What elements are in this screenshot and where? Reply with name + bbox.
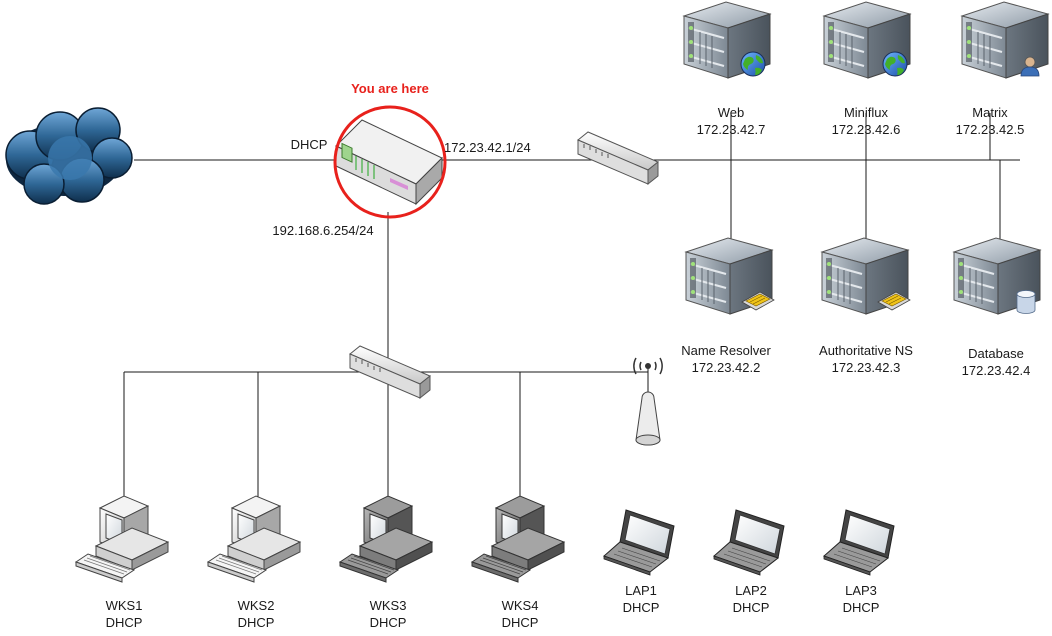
host-name: LAP3: [845, 583, 877, 598]
server-ip: 172.23.42.3: [831, 360, 901, 375]
dmz-switch-icon: [577, 131, 659, 185]
lan-interface-label: 192.168.6.254/24: [272, 223, 374, 238]
host-address: DHCP: [842, 600, 880, 615]
server-database-icon: [953, 237, 1041, 315]
server-matrix-icon: [961, 1, 1049, 79]
host-address: DHCP: [369, 615, 407, 630]
server-ip: 172.23.42.2: [691, 360, 761, 375]
host-address: DHCP: [105, 615, 143, 630]
internet-cloud-icon: [5, 107, 133, 205]
server-name: Database: [968, 346, 1024, 361]
host-address: DHCP: [237, 615, 275, 630]
server-ip: 172.23.42.4: [961, 363, 1031, 378]
server-name: Miniflux: [843, 105, 889, 120]
server-ip: 172.23.42.6: [831, 122, 901, 137]
host-address: DHCP: [501, 615, 539, 630]
host-name: LAP2: [735, 583, 767, 598]
server-name-resolver-icon: [685, 237, 775, 315]
server-matrix-label: Matrix 172.23.42.5: [935, 104, 1045, 138]
laptop-lap3-icon: [823, 509, 895, 576]
server-database-label: Database 172.23.42.4: [936, 345, 1052, 379]
workstation-wks4-icon: [471, 495, 565, 583]
host-address: DHCP: [622, 600, 660, 615]
server-authoritative-ns-icon: [821, 237, 911, 315]
server-name: Matrix: [972, 105, 1008, 120]
laptop-lap2-label: LAP2 DHCP: [711, 582, 791, 616]
workstation-wks1-label: WKS1 DHCP: [84, 597, 164, 631]
host-name: WKS3: [369, 598, 407, 613]
server-web-label: Web 172.23.42.7: [666, 104, 796, 138]
server-web-icon: [683, 1, 771, 79]
workstation-wks2-icon: [207, 495, 301, 583]
server-name: Web: [717, 105, 745, 120]
host-name: WKS1: [105, 598, 143, 613]
router-icon: [335, 119, 443, 206]
workstation-wks4-label: WKS4 DHCP: [480, 597, 560, 631]
workstation-wks1-icon: [75, 495, 169, 583]
host-name: LAP1: [625, 583, 657, 598]
you-are-here-label: You are here: [351, 81, 429, 96]
laptop-lap2-icon: [713, 509, 785, 576]
workstation-wks3-icon: [339, 495, 433, 583]
server-ip: 172.23.42.7: [696, 122, 766, 137]
wireless-access-point-icon: [633, 357, 663, 446]
server-miniflux-icon: [823, 1, 911, 79]
dmz-interface-label: 172.23.42.1/24: [444, 140, 531, 155]
server-name-resolver-label: Name Resolver 172.23.42.2: [661, 342, 791, 376]
host-name: WKS2: [237, 598, 275, 613]
laptop-lap1-icon: [603, 509, 675, 576]
host-name: WKS4: [501, 598, 539, 613]
server-ip: 172.23.42.5: [955, 122, 1025, 137]
workstation-wks3-label: WKS3 DHCP: [348, 597, 428, 631]
lan-switch-icon: [349, 345, 431, 399]
laptop-lap1-label: LAP1 DHCP: [601, 582, 681, 616]
server-authoritative-ns-label: Authoritative NS 172.23.42.3: [796, 342, 936, 376]
host-address: DHCP: [732, 600, 770, 615]
you-are-here-marker: [333, 105, 447, 219]
laptop-lap3-label: LAP3 DHCP: [821, 582, 901, 616]
workstation-wks2-label: WKS2 DHCP: [216, 597, 296, 631]
server-miniflux-label: Miniflux 172.23.42.6: [801, 104, 931, 138]
server-name: Name Resolver: [681, 343, 771, 358]
wan-interface-label: DHCP: [290, 137, 328, 152]
server-name: Authoritative NS: [819, 343, 913, 358]
